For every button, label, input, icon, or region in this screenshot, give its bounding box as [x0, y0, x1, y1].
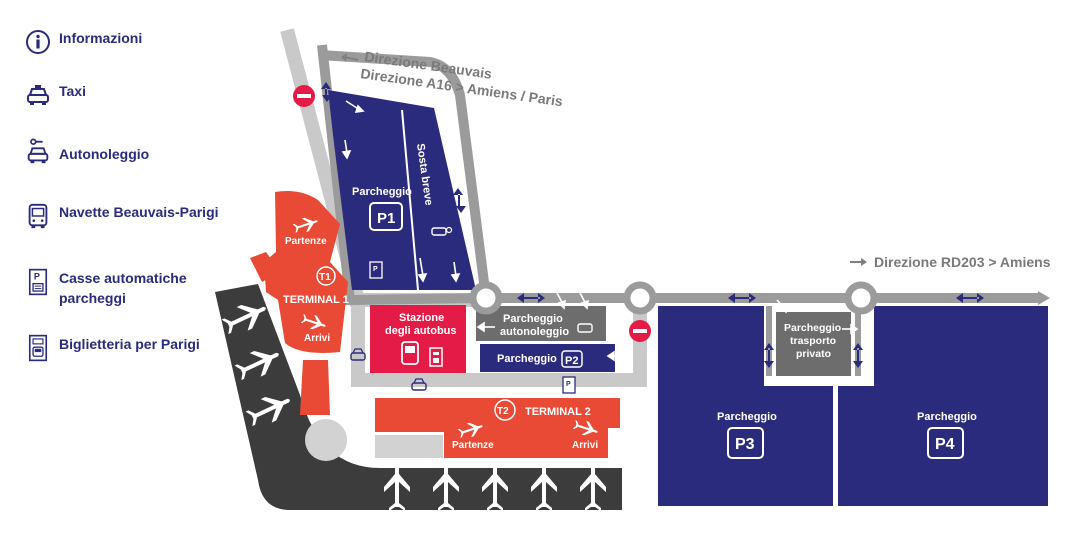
legend-item-ticket-office: Biglietteria per Parigi: [24, 334, 229, 362]
legend-item-taxi: Taxi: [24, 81, 229, 109]
direction-arrow-icon: [341, 53, 359, 62]
p1-divider: [401, 109, 419, 291]
internal-road: [280, 28, 647, 387]
p2-area: [480, 344, 615, 372]
p3-code: P3: [735, 436, 755, 453]
rental-line1: Parcheggio: [503, 313, 563, 325]
legend-item-shuttle: Navette Beauvais-Parigi: [24, 202, 229, 230]
t1-arrivals: Arrivi: [304, 333, 330, 344]
legend-label: Biglietteria per Parigi: [59, 336, 200, 352]
car-rental-icon: [431, 226, 453, 236]
p3-label: Parcheggio: [717, 411, 777, 423]
shuttle-bus-icon: [401, 341, 419, 365]
svg-text:P: P: [373, 266, 378, 273]
t1-departures: Partenze: [285, 236, 327, 247]
p1-label: Parcheggio: [352, 186, 412, 198]
shuttle-bus-icon: [28, 203, 48, 229]
p2-code: P2: [565, 355, 578, 367]
terminal-2: [375, 398, 620, 458]
terminal-1-rotunda: [305, 419, 347, 461]
info-icon: [26, 30, 50, 54]
two-way-arrow-icon: [956, 293, 984, 303]
terminal-1: [264, 191, 348, 353]
parking-pay-machine-icon: P: [28, 268, 48, 296]
t1-name: TERMINAL 1: [283, 294, 349, 306]
private-line2: trasporto: [790, 335, 836, 347]
t2-name: TERMINAL 2: [525, 406, 591, 418]
car-rental-icon: [577, 323, 593, 333]
terminal-1-annex: [300, 360, 330, 415]
two-way-arrow-icon: [728, 293, 756, 303]
svg-text:P: P: [34, 272, 40, 282]
taxi-icon: [350, 348, 366, 361]
no-entry-sign: [293, 85, 315, 107]
terminal-2-annex: [375, 435, 443, 458]
legend-label: Autonoleggio: [59, 146, 150, 162]
roundabout: [469, 281, 503, 315]
private-line1: Parcheggio: [784, 322, 841, 334]
p4-sign: [927, 427, 964, 459]
t1-code: T1: [319, 272, 331, 283]
p4-label: Parcheggio: [917, 411, 977, 423]
road-end-arrow: [1038, 291, 1050, 305]
t2-arrivals: Arrivi: [572, 440, 598, 451]
t2-departures: Partenze: [452, 440, 494, 451]
legend-item-rental: Autonoleggio: [24, 138, 229, 166]
ticket-office-icon: [28, 334, 48, 362]
direction-rd203: Direzione RD203 > Amiens: [874, 254, 1051, 270]
ticket-office-icon: [429, 347, 443, 367]
legend-label: Casse automatiche parcheggi: [59, 270, 187, 306]
legend-label: Informazioni: [59, 30, 143, 46]
private-line3: privato: [796, 348, 831, 360]
terminal-1-wing: [250, 252, 280, 282]
main-road: [319, 50, 491, 299]
rental-line2: autonoleggio: [500, 326, 569, 338]
legend-label: Navette Beauvais-Parigi: [59, 204, 219, 220]
taxi-icon: [411, 378, 427, 391]
parking-pay-machine-icon: P: [369, 261, 383, 279]
main-road: [317, 44, 487, 306]
roundabout: [623, 281, 657, 315]
private-road: [855, 306, 861, 376]
direction-arrow-icon: [850, 258, 867, 266]
private-parking-area: [776, 312, 851, 376]
p1-area: [328, 90, 476, 290]
bus-station-line1: Stazione: [399, 312, 444, 324]
t2-code: T2: [497, 406, 509, 417]
two-way-arrow-icon: [517, 293, 545, 303]
t1-badge: [316, 266, 336, 286]
car-rental-icon: [27, 138, 49, 164]
taxi-icon: [27, 85, 49, 105]
t2-badge: [494, 399, 516, 421]
p1-sign: [369, 202, 403, 231]
svg-text:P: P: [566, 381, 571, 388]
p1-code: P1: [377, 210, 395, 227]
p2-label: Parcheggio: [497, 353, 557, 365]
flow-arrows: [341, 100, 859, 362]
legend-label: Taxi: [59, 83, 86, 99]
legend-item-info: Informazioni: [24, 28, 229, 56]
two-way-arrow-group: [517, 293, 984, 303]
parking-pay-machine-icon: P: [562, 376, 576, 394]
p3-sign: [727, 427, 764, 459]
legend: Informazioni Taxi Autonoleggio: [0, 0, 240, 540]
no-entry-sign: [629, 320, 651, 342]
bus-station-line2: degli autobus: [385, 325, 457, 337]
roundabout: [844, 281, 878, 315]
p2-sign: [561, 350, 583, 368]
p4-code: P4: [935, 436, 955, 453]
private-road: [766, 306, 772, 376]
two-way-arrow-group: [321, 82, 863, 368]
legend-item-pay-machine: P Casse automatiche parcheggi: [24, 268, 229, 308]
